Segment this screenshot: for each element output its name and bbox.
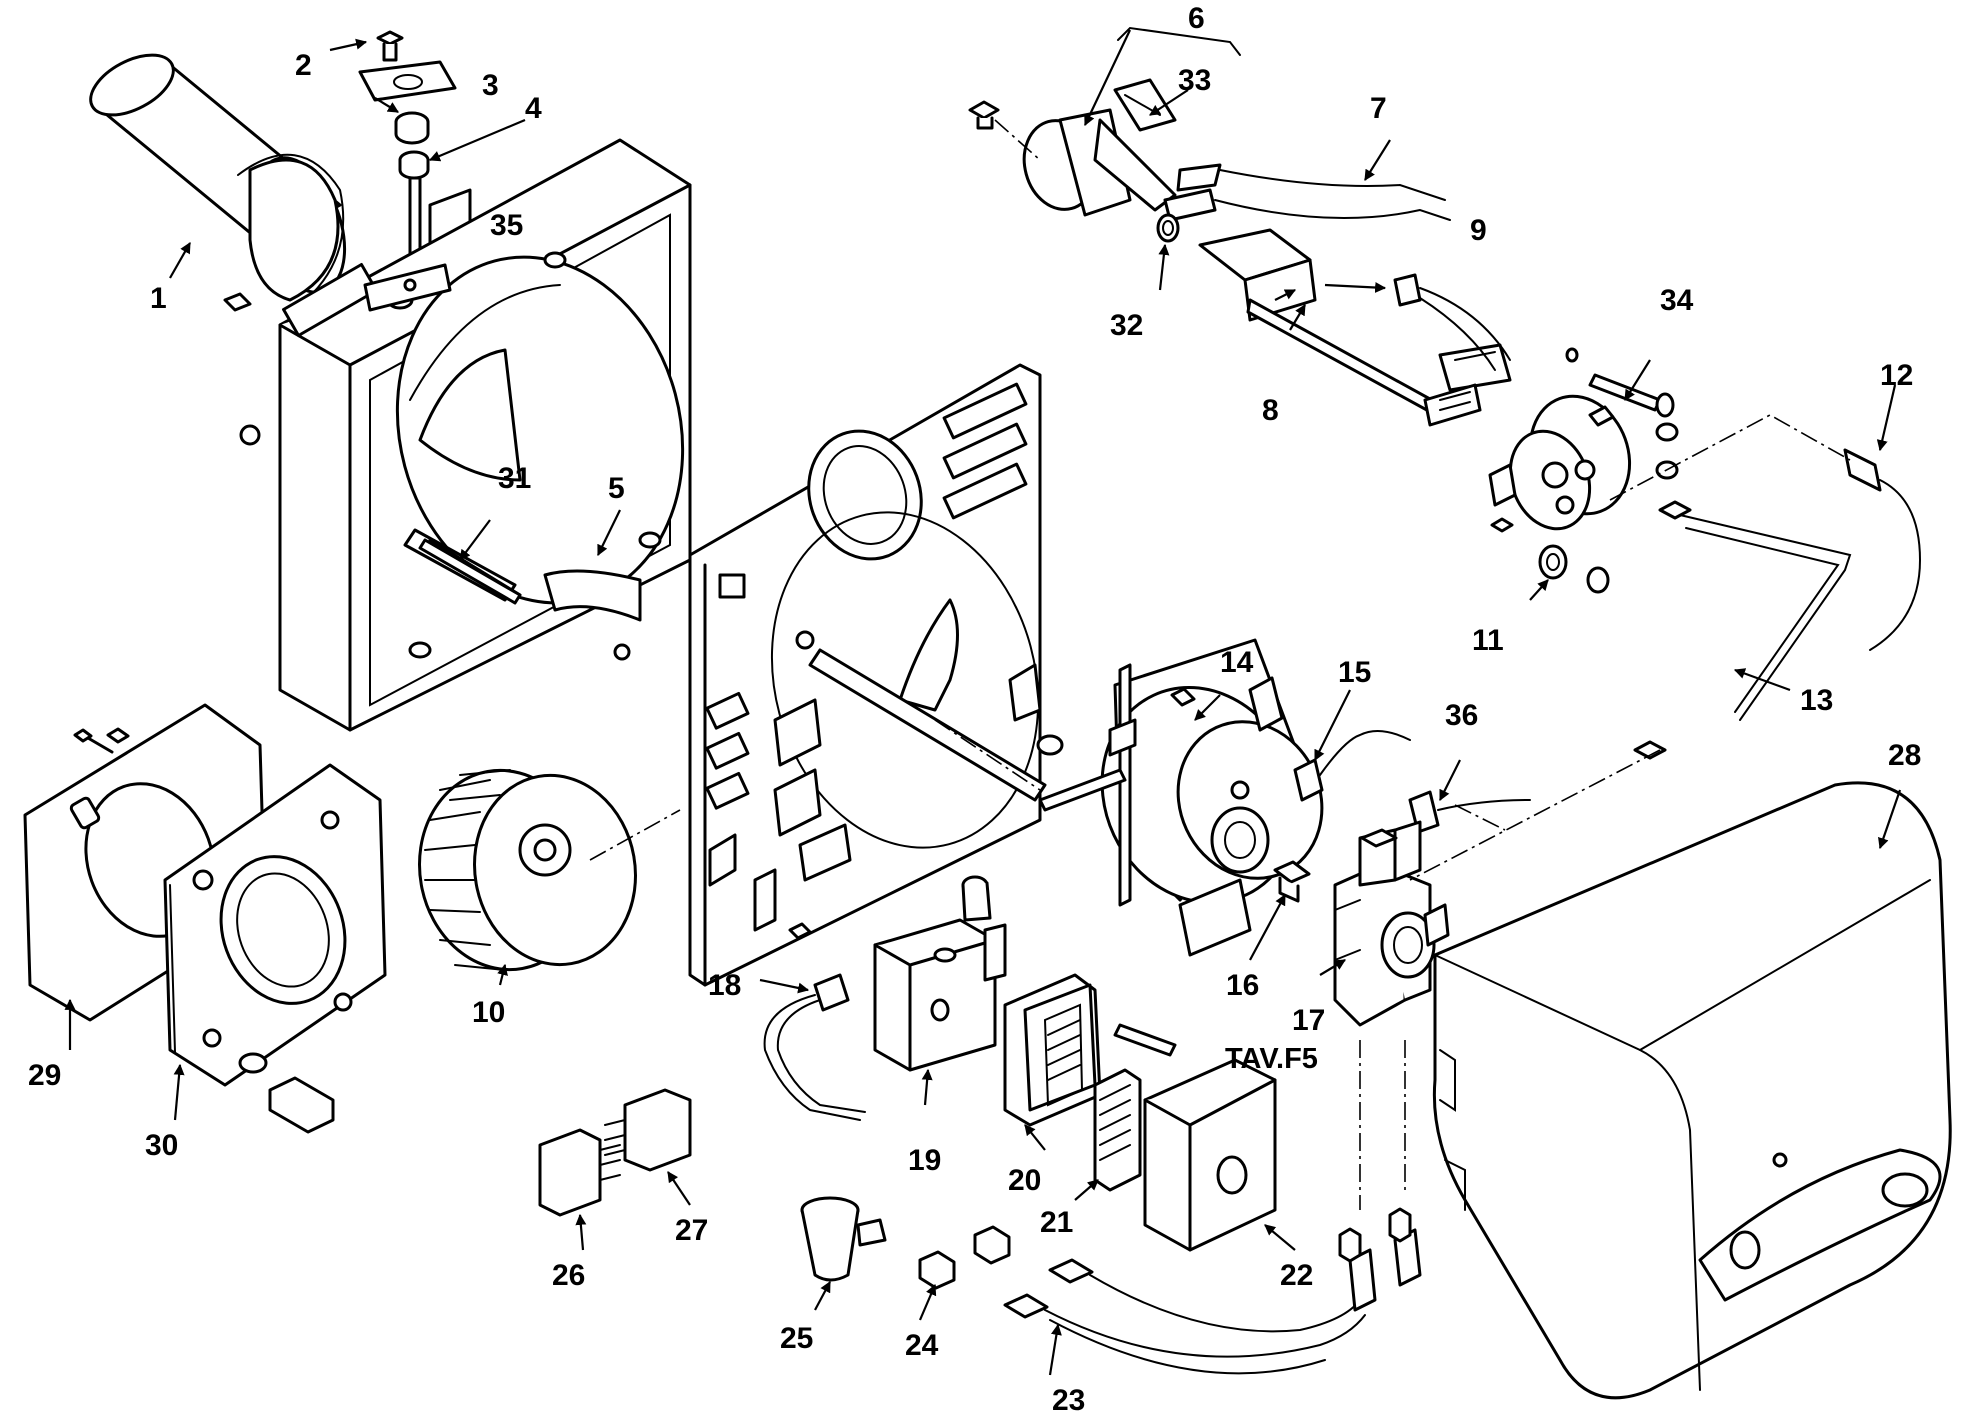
nozzle-holder-plate	[1488, 394, 1632, 533]
motor-cable	[1293, 730, 1411, 802]
temperature-sensor	[1843, 448, 1922, 651]
label-part-36: 36	[1445, 699, 1478, 732]
hose-nipples	[918, 1225, 1011, 1290]
plug-connector	[538, 1128, 621, 1217]
fixing-rod	[363, 263, 452, 312]
terminal-strip	[1093, 1068, 1142, 1192]
oil-pipe	[1633, 500, 1852, 760]
label-part-7: 7	[1370, 92, 1387, 125]
control-cable	[763, 973, 866, 1121]
label-part-10: 10	[472, 996, 505, 1029]
control-box	[873, 875, 1007, 1072]
oil-pump	[1333, 820, 1450, 1027]
label-part-26: 26	[552, 1259, 585, 1292]
electric-motor	[1036, 638, 1324, 957]
label-part-6: 6	[1188, 2, 1205, 35]
label-part-20: 20	[1008, 1164, 1041, 1197]
pump-fitting	[1273, 860, 1311, 903]
capacitor-box	[1143, 1058, 1277, 1252]
leader-lines	[64, 26, 1902, 1376]
part-labels: 1 2 3 4 5 6 7 8 9 10 11 12 13 14 15 16 1…	[28, 2, 1921, 1417]
label-part-30: 30	[145, 1129, 178, 1162]
label-part-24: 24	[905, 1329, 939, 1362]
photocell-and-electrodes	[1198, 228, 1512, 427]
label-part-27: 27	[675, 1214, 708, 1247]
label-part-34: 34	[1660, 284, 1694, 317]
washer	[1156, 213, 1180, 243]
label-part-19: 19	[908, 1144, 941, 1177]
label-part-8: 8	[1262, 394, 1279, 427]
label-part-1: 1	[150, 282, 167, 315]
mounting-flange	[163, 763, 387, 1134]
ignition-cables	[1163, 163, 1451, 222]
label-part-32: 32	[1110, 309, 1143, 342]
label-part-16: 16	[1226, 969, 1259, 1002]
label-part-31: 31	[498, 462, 531, 495]
flexible-hoses	[1003, 1207, 1422, 1375]
burner-cover	[1432, 781, 1952, 1400]
fan-wheel	[418, 768, 637, 972]
label-part-12: 12	[1880, 359, 1913, 392]
photocell-cable	[1393, 273, 1511, 371]
diagram-reference: TAV.F5	[1225, 1043, 1318, 1075]
label-part-28: 28	[1888, 739, 1921, 772]
label-part-25: 25	[780, 1322, 813, 1355]
orifice-washers	[1538, 544, 1610, 594]
blast-tube	[89, 53, 347, 306]
filter-cup	[800, 1196, 887, 1282]
label-part-35: 35	[490, 209, 523, 242]
label-part-18: 18	[708, 969, 741, 1002]
label-part-17: 17	[1292, 1004, 1325, 1037]
label-part-29: 29	[28, 1059, 61, 1092]
fan-shaft-stud	[418, 538, 522, 605]
label-part-14: 14	[1220, 646, 1254, 679]
label-part-5: 5	[608, 472, 625, 505]
control-box-base	[1003, 973, 1177, 1127]
socket-connector	[604, 1088, 692, 1172]
assembly-centerlines	[589, 119, 1851, 1210]
label-part-13: 13	[1800, 684, 1833, 717]
label-part-11: 11	[1472, 624, 1504, 657]
label-part-33: 33	[1178, 64, 1211, 97]
label-part-9: 9	[1470, 214, 1487, 247]
label-part-15: 15	[1338, 656, 1371, 689]
label-part-21: 21	[1040, 1206, 1073, 1239]
label-part-22: 22	[1280, 1259, 1313, 1292]
label-part-3: 3	[482, 69, 499, 102]
label-part-23: 23	[1052, 1384, 1085, 1417]
label-part-2: 2	[295, 49, 312, 82]
mounting-plate	[688, 363, 1047, 987]
label-part-4: 4	[525, 92, 542, 125]
electrode-holder	[968, 78, 1177, 217]
